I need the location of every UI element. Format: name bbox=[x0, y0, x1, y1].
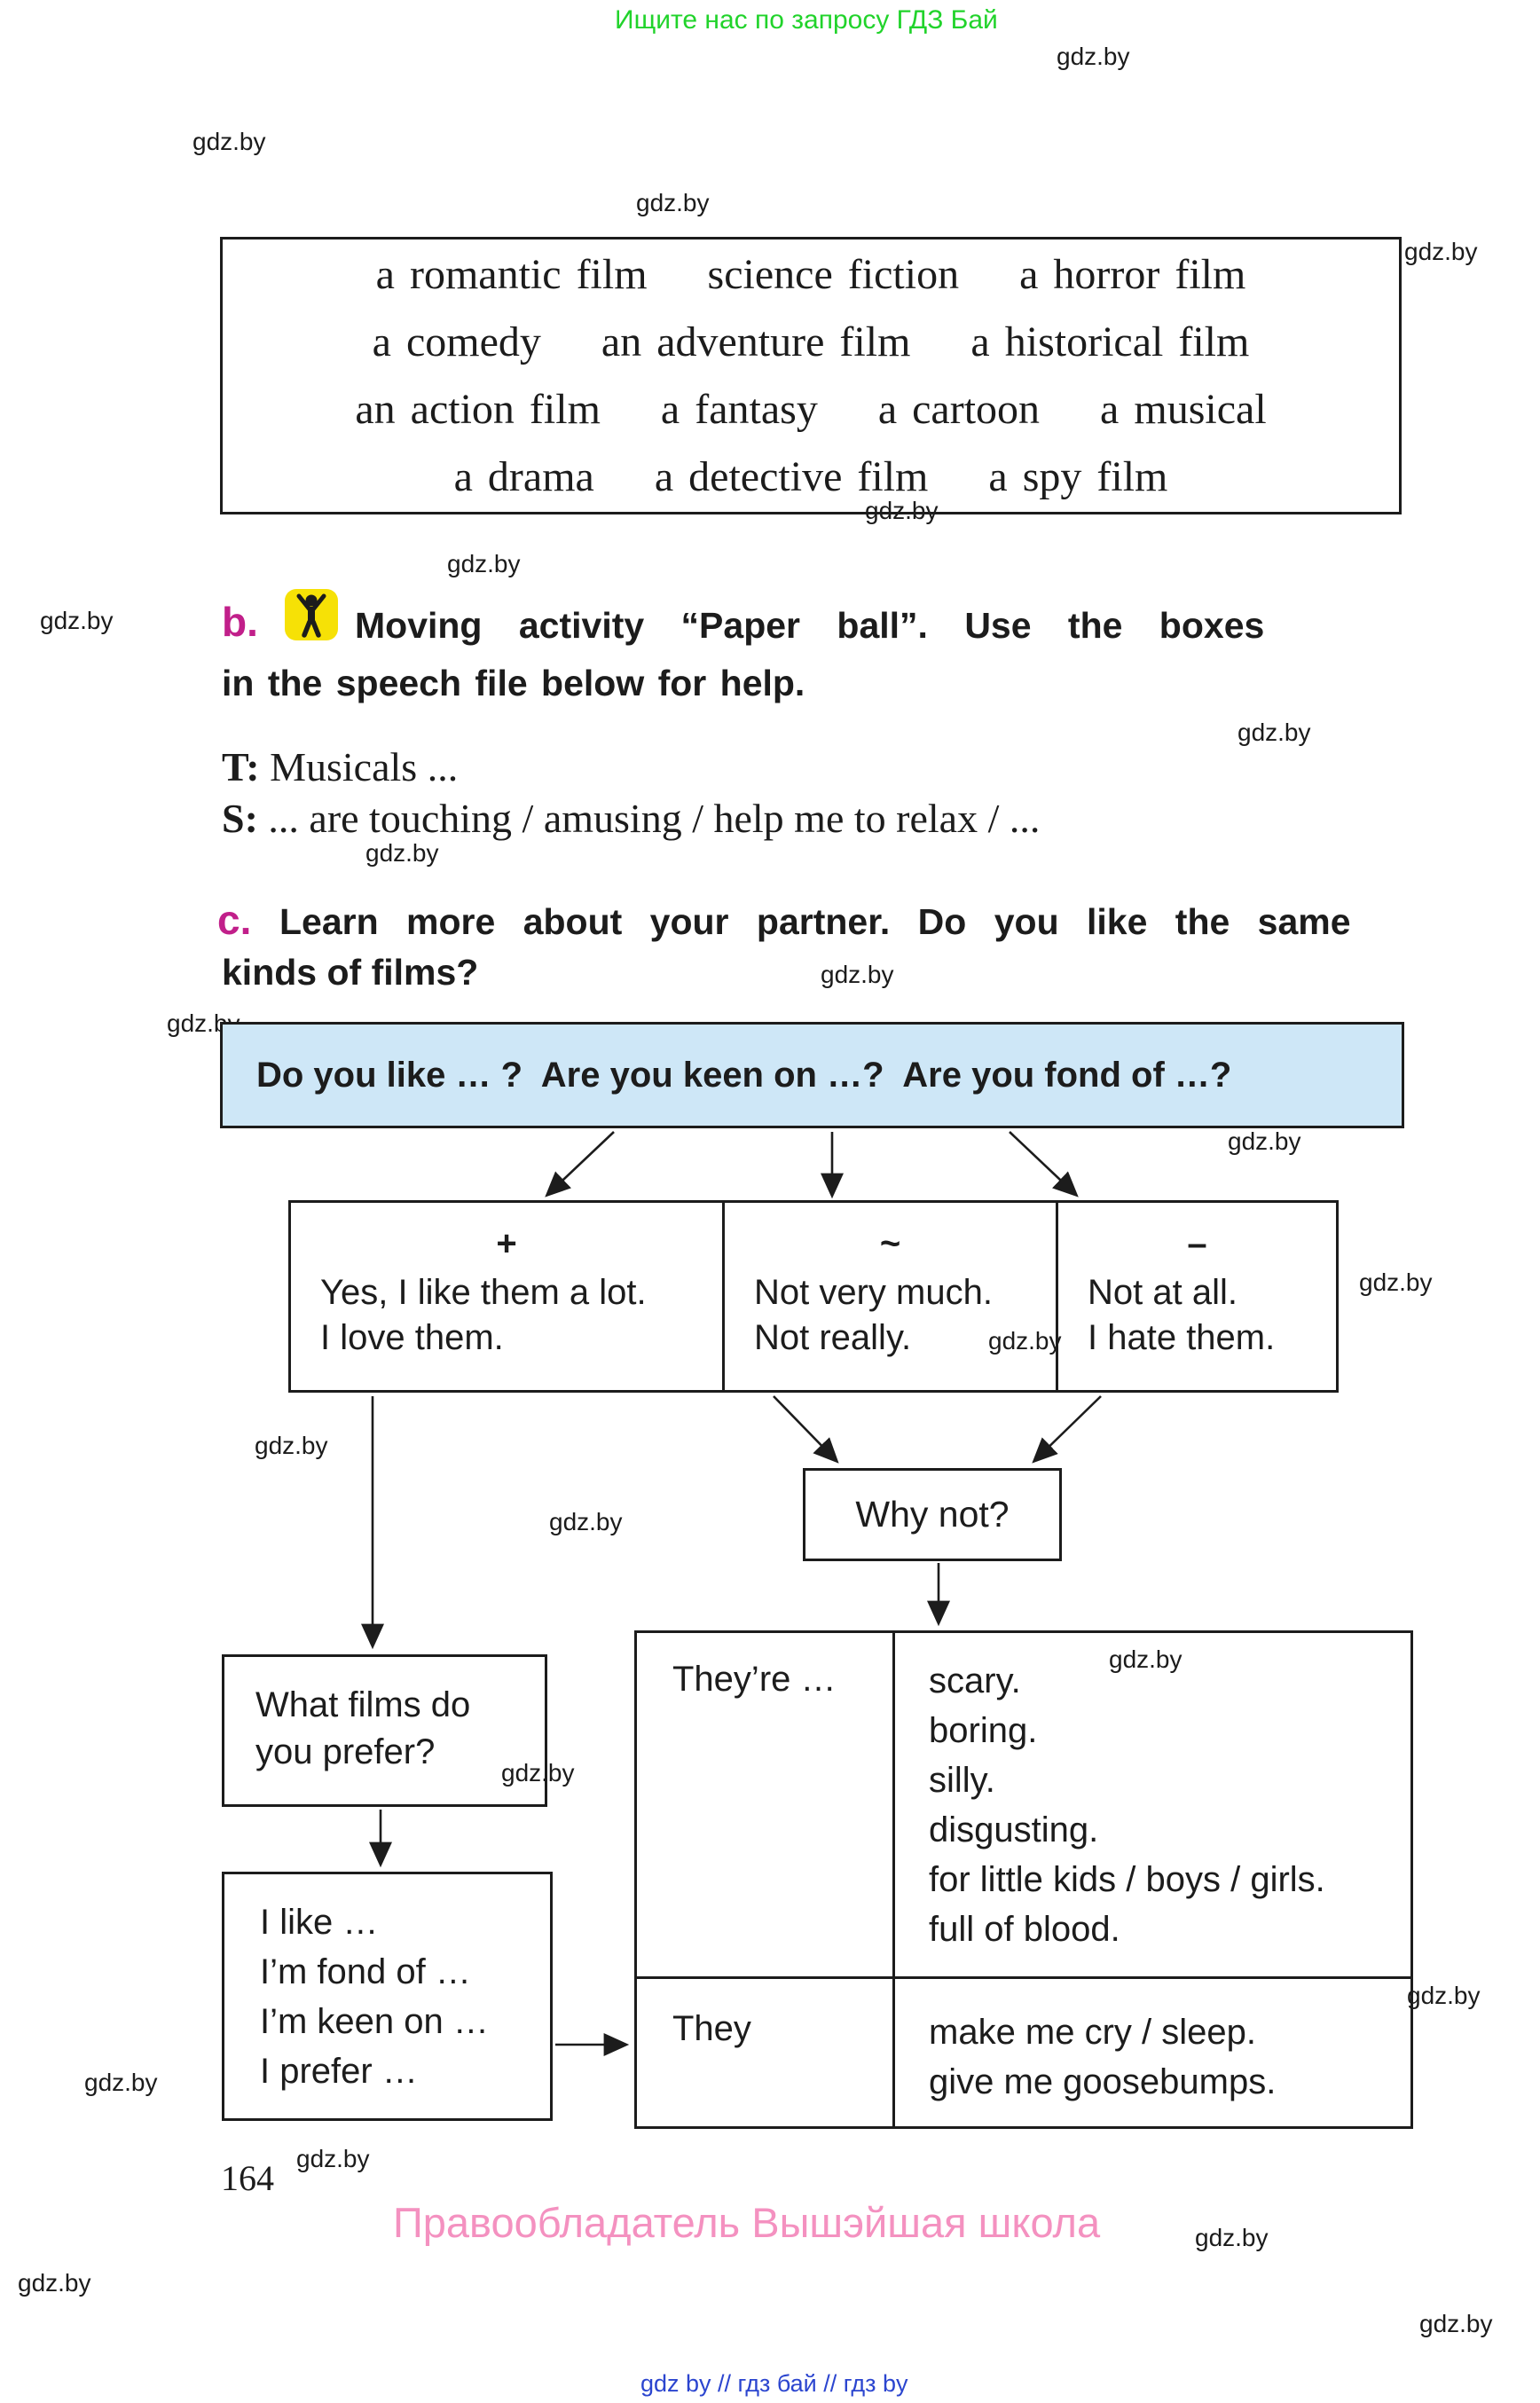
why-not-box: Why not? bbox=[803, 1468, 1062, 1561]
gdz-watermark: gdz.by bbox=[1359, 1268, 1433, 1296]
gdz-watermark: gdz.by bbox=[255, 1432, 328, 1459]
plus-symbol: + bbox=[496, 1224, 517, 1263]
top-banner-text: Ищите нас по запросу ГДЗ Бай bbox=[615, 5, 998, 35]
reason-item: boring. bbox=[929, 1711, 1038, 1750]
gdz-watermark: gdz.by bbox=[1419, 2310, 1493, 2337]
answers-box: + Yes, I like them a lot. I love them. ~… bbox=[288, 1200, 1339, 1393]
prefer-answers-box: I like … I’m fond of … I’m keen on … I p… bbox=[222, 1872, 553, 2121]
page-number: 164 bbox=[221, 2158, 274, 2198]
gdz-watermark: gdz.by bbox=[1404, 238, 1478, 265]
gdz-watermark: gdz.by bbox=[1109, 1645, 1182, 1673]
gdz-watermark: gdz.by bbox=[988, 1327, 1062, 1355]
questions-box: Do you like … ? Are you keen on …? Are y… bbox=[220, 1022, 1404, 1128]
prefer-answer-line: I prefer … bbox=[260, 2052, 418, 2091]
gdz-watermark: gdz.by bbox=[1407, 1982, 1481, 2009]
teacher-line: T: Musicals ... bbox=[222, 743, 458, 790]
table-cell-they: They bbox=[637, 1976, 892, 2126]
table-cell-they-are: They’re … bbox=[672, 1660, 837, 1699]
questions-text: Do you like … ? Are you keen on …? Are y… bbox=[256, 1055, 1232, 1095]
gdz-watermark: gdz.by bbox=[84, 2069, 158, 2096]
gdz-watermark: gdz.by bbox=[365, 839, 439, 867]
neutral-line: Not really. bbox=[754, 1318, 912, 1357]
gdz-watermark: gdz.by bbox=[549, 1508, 623, 1535]
copyright-text: Правообладатель Вышэйшая школа bbox=[393, 2199, 1101, 2246]
table-cell-they-are-items: scary. boring. silly. disgusting. for li… bbox=[892, 1633, 1410, 1976]
prefer-answer-line: I like … bbox=[260, 1903, 379, 1942]
reason-item: for little kids / boys / girls. bbox=[929, 1860, 1325, 1899]
table-cell-they-items: make me cry / sleep. give me goosebumps. bbox=[892, 1976, 1410, 2126]
gdz-watermark: gdz.by bbox=[296, 2145, 370, 2172]
genres-line: an action film a fantasy a cartoon a mus… bbox=[355, 385, 1267, 433]
gdz-watermark: gdz.by bbox=[1057, 43, 1130, 70]
gdz-watermark: gdz.by bbox=[865, 497, 939, 524]
gdz-watermark: gdz.by bbox=[501, 1759, 575, 1787]
gdz-watermark: gdz.by bbox=[636, 189, 710, 216]
task-b-label: b. bbox=[222, 599, 258, 645]
gdz-watermark: gdz.by bbox=[1195, 2224, 1269, 2251]
reason-item: full of blood. bbox=[929, 1910, 1120, 1949]
reason-item: make me cry / sleep. bbox=[929, 2013, 1257, 2052]
teacher-speaker: T: bbox=[222, 744, 260, 789]
student-line: S: ... are touching / amusing / help me … bbox=[222, 795, 1040, 842]
negative-line: I hate them. bbox=[1088, 1318, 1276, 1357]
neutral-line: Not very much. bbox=[754, 1273, 993, 1312]
reason-item: disgusting. bbox=[929, 1810, 1099, 1849]
gdz-watermark: gdz.by bbox=[1228, 1127, 1301, 1155]
footer-links[interactable]: gdz by // гдз бай // гдз by bbox=[640, 2370, 908, 2397]
genres-line: a drama a detective film a spy film bbox=[453, 452, 1168, 500]
reasons-table: They’re … scary. boring. silly. disgusti… bbox=[634, 1630, 1413, 2129]
prefer-question-line: you prefer? bbox=[255, 1732, 436, 1771]
genres-line: a romantic film science fiction a horror… bbox=[375, 250, 1246, 298]
person-arms-up-icon bbox=[285, 589, 338, 640]
gdz-watermark: gdz.by bbox=[447, 550, 521, 577]
gdz-watermark: gdz.by bbox=[40, 607, 114, 634]
task-b-instruction-line1: Moving activity “Paper ball”. Use the bo… bbox=[355, 605, 1265, 646]
minus-symbol: – bbox=[1187, 1224, 1207, 1263]
positive-line: I love them. bbox=[320, 1318, 504, 1357]
task-c-instruction-line1: Learn more about your partner. Do you li… bbox=[279, 901, 1351, 942]
student-text: ... are touching / amusing / help me to … bbox=[257, 796, 1041, 841]
gdz-watermark: gdz.by bbox=[821, 961, 894, 988]
prefer-answer-line: I’m keen on … bbox=[260, 2002, 489, 2041]
neutral-answer-cell: ~ Not very much. Not really. bbox=[725, 1203, 1058, 1390]
gdz-watermark: gdz.by bbox=[18, 2269, 91, 2297]
positive-line: Yes, I like them a lot. bbox=[320, 1273, 647, 1312]
why-not-text: Why not? bbox=[855, 1494, 1010, 1535]
reason-item: silly. bbox=[929, 1761, 995, 1800]
genres-line: a comedy an adventure film a historical … bbox=[372, 318, 1250, 365]
gdz-watermark: gdz.by bbox=[192, 128, 266, 155]
teacher-text: Musicals ... bbox=[259, 744, 459, 789]
film-genres-box: a romantic film science fiction a horror… bbox=[220, 237, 1402, 514]
reason-item: scary. bbox=[929, 1661, 1021, 1700]
task-b-instruction-line2: in the speech file below for help. bbox=[222, 663, 805, 703]
tilde-symbol: ~ bbox=[879, 1224, 901, 1263]
gdz-watermark: gdz.by bbox=[1238, 719, 1311, 746]
negative-answer-cell: – Not at all. I hate them. bbox=[1058, 1203, 1336, 1390]
positive-answer-cell: + Yes, I like them a lot. I love them. bbox=[291, 1203, 725, 1390]
student-speaker: S: bbox=[222, 796, 258, 841]
task-c-instruction-line2: kinds of films? bbox=[222, 952, 479, 993]
negative-line: Not at all. bbox=[1088, 1273, 1238, 1312]
task-c-label: c. bbox=[217, 897, 252, 943]
prefer-answer-line: I’m fond of … bbox=[260, 1952, 471, 1991]
prefer-question-box: What films do you prefer? bbox=[222, 1654, 547, 1807]
reason-item: give me goosebumps. bbox=[929, 2062, 1277, 2101]
prefer-question-line: What films do bbox=[255, 1685, 471, 1724]
